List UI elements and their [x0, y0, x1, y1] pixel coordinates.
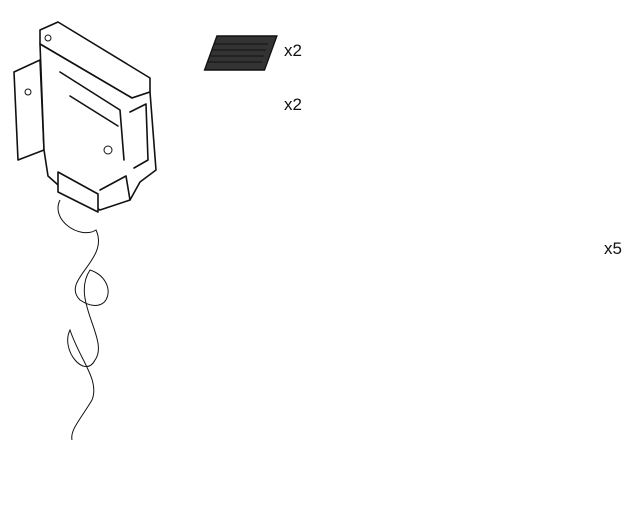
cable-tie-quantity: x5 [604, 239, 622, 258]
mounting-bracket-module [13, 21, 157, 213]
bracket-antenna-wire [57, 199, 109, 441]
adhesive-pad-top [203, 35, 278, 71]
pad-bottom-quantity: x2 [284, 95, 302, 114]
pad-top-quantity: x2 [284, 41, 302, 60]
